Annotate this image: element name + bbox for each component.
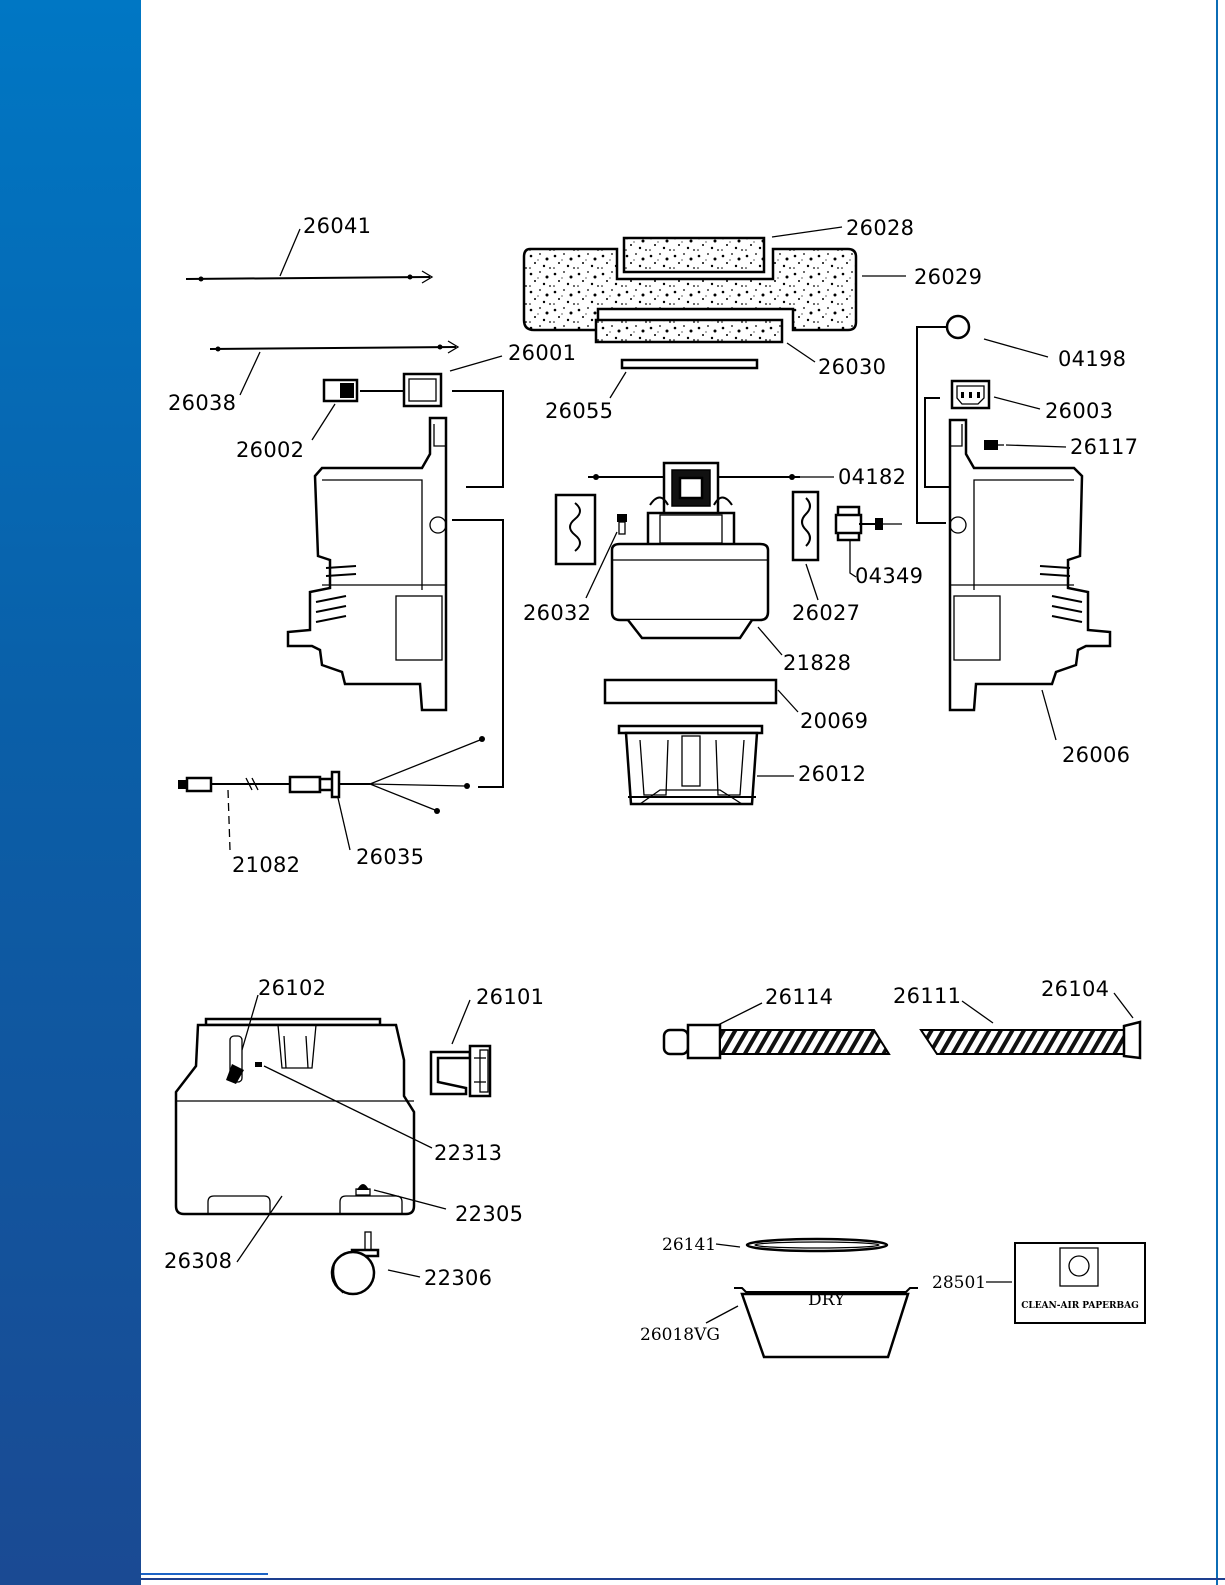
leader-26028 bbox=[772, 227, 842, 237]
label-28501: 28501 bbox=[932, 1273, 986, 1293]
leader-26141 bbox=[716, 1244, 740, 1247]
label-26032: 26032 bbox=[523, 601, 591, 625]
tank-26308 bbox=[176, 1019, 414, 1214]
leader-26101 bbox=[452, 1000, 470, 1044]
leader-26002 bbox=[312, 404, 335, 440]
switch-housing-26001 bbox=[404, 374, 441, 406]
bucket-dry-label: DRY bbox=[808, 1290, 846, 1310]
rod-26041 bbox=[186, 271, 432, 283]
leader-26030 bbox=[787, 343, 815, 362]
bracket-26101 bbox=[431, 1046, 490, 1096]
label-26003: 26003 bbox=[1045, 399, 1113, 423]
bucket-26018VG: DRY bbox=[734, 1288, 918, 1357]
hose-26111 bbox=[921, 1022, 1140, 1058]
label-04198: 04198 bbox=[1058, 347, 1126, 371]
bracket-upper-left bbox=[452, 391, 503, 487]
terminal-04349 bbox=[836, 507, 902, 540]
leader-04198 bbox=[984, 339, 1048, 357]
switch-26002 bbox=[324, 380, 357, 401]
label-26012: 26012 bbox=[798, 762, 866, 786]
ring-04198 bbox=[947, 316, 969, 338]
leader-22306 bbox=[388, 1270, 420, 1277]
label-26308: 26308 bbox=[164, 1249, 232, 1273]
leader-26055 bbox=[610, 372, 626, 398]
leader-21828 bbox=[758, 627, 782, 655]
leader-26035 bbox=[338, 798, 350, 850]
bracket-lower-left bbox=[452, 520, 503, 787]
leader-26001 bbox=[450, 356, 502, 371]
filter-26028 bbox=[624, 238, 764, 272]
screw-26117 bbox=[984, 440, 1004, 450]
label-26141: 26141 bbox=[662, 1235, 716, 1255]
label-26018VG: 26018VG bbox=[640, 1325, 720, 1345]
label-21082: 21082 bbox=[232, 853, 300, 877]
label-20069: 20069 bbox=[800, 709, 868, 733]
leader-21082 bbox=[228, 790, 230, 850]
label-26101: 26101 bbox=[476, 985, 544, 1009]
label-26028: 26028 bbox=[846, 216, 914, 240]
leader-26104 bbox=[1114, 993, 1133, 1018]
brush-block-left bbox=[556, 495, 595, 564]
motor-housing-26012 bbox=[619, 726, 762, 804]
leader-26018VG bbox=[706, 1306, 738, 1323]
label-26030: 26030 bbox=[818, 355, 886, 379]
housing-left-half bbox=[288, 418, 446, 710]
label-26027: 26027 bbox=[792, 601, 860, 625]
label-26055: 26055 bbox=[545, 399, 613, 423]
label-22305: 22305 bbox=[455, 1202, 523, 1226]
label-26006: 26006 bbox=[1062, 743, 1130, 767]
caster-22306 bbox=[332, 1232, 378, 1294]
leader-26038 bbox=[240, 352, 260, 395]
gasket-20069 bbox=[605, 680, 776, 703]
rod-26038 bbox=[210, 341, 458, 353]
gasket-26055 bbox=[622, 360, 757, 368]
brush-block-26027 bbox=[793, 492, 818, 560]
ring-26141 bbox=[747, 1239, 887, 1251]
label-26029: 26029 bbox=[914, 265, 982, 289]
leader-26027 bbox=[806, 564, 818, 600]
label-04182: 04182 bbox=[838, 465, 906, 489]
paperbag-28501: CLEAN-AIR PAPERBAG bbox=[1015, 1243, 1145, 1323]
leader-26114 bbox=[718, 1003, 762, 1025]
label-26117: 26117 bbox=[1070, 435, 1138, 459]
label-26035: 26035 bbox=[356, 845, 424, 869]
leader-26003 bbox=[994, 397, 1040, 409]
housing-right-half bbox=[950, 420, 1110, 710]
label-26001: 26001 bbox=[508, 341, 576, 365]
label-26038: 26038 bbox=[168, 391, 236, 415]
power-cord-21082 bbox=[178, 736, 485, 814]
leader-26111 bbox=[962, 1001, 993, 1023]
label-26102: 26102 bbox=[258, 976, 326, 1000]
bracket-lower-right bbox=[917, 327, 946, 523]
motor-21828 bbox=[588, 463, 800, 638]
label-21828: 21828 bbox=[783, 651, 851, 675]
label-26114: 26114 bbox=[765, 985, 833, 1009]
label-22313: 22313 bbox=[434, 1141, 502, 1165]
inlet-26003 bbox=[952, 381, 989, 408]
label-26111: 26111 bbox=[893, 984, 961, 1008]
paperbag-caption: CLEAN-AIR PAPERBAG bbox=[1021, 1301, 1139, 1311]
hose-cuff-26114 bbox=[664, 1025, 889, 1058]
label-22306: 22306 bbox=[424, 1266, 492, 1290]
screw-26032 bbox=[617, 514, 627, 534]
filter-26030 bbox=[596, 320, 782, 342]
label-04349: 04349 bbox=[855, 564, 923, 588]
leader-20069 bbox=[778, 690, 798, 712]
label-26041: 26041 bbox=[303, 214, 371, 238]
leader-26117 bbox=[1006, 445, 1066, 447]
label-26002: 26002 bbox=[236, 438, 304, 462]
leader-26006 bbox=[1042, 690, 1056, 740]
label-26104: 26104 bbox=[1041, 977, 1109, 1001]
leader-26041 bbox=[280, 229, 300, 276]
